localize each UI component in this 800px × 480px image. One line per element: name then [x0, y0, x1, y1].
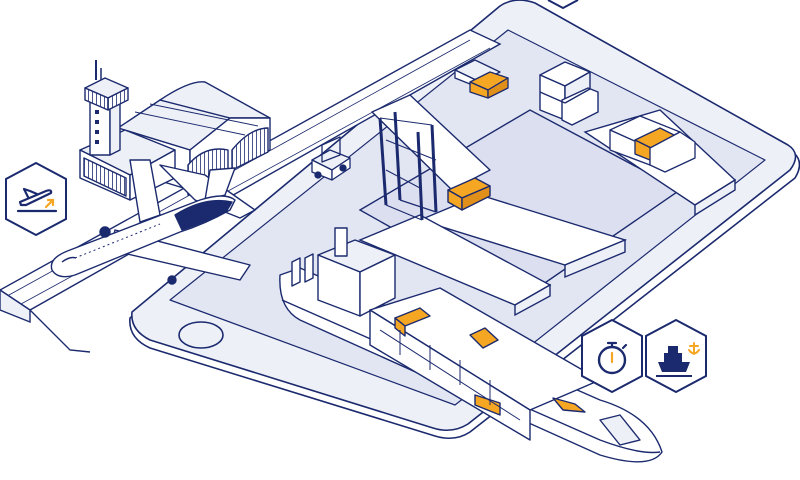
timing-badge: [581, 318, 643, 394]
arrow-icon: [44, 198, 55, 209]
quay-piers: [358, 194, 628, 317]
cargo-ship: [279, 227, 663, 463]
airplane: [50, 159, 256, 285]
partial-badge-edge: [547, 0, 579, 10]
home-button: [178, 321, 224, 349]
airplane-departure-icon: [16, 187, 58, 213]
air-freight-badge: [5, 161, 67, 237]
sea-freight-badge: [645, 318, 707, 394]
container-stack: [539, 61, 599, 126]
control-tower: [79, 60, 176, 201]
ship-anchor-icon: [656, 342, 700, 377]
container-yard-stack: [609, 115, 696, 173]
stopwatch-icon: [597, 341, 628, 375]
forklift: [311, 136, 351, 181]
gantry-crane: [371, 94, 491, 221]
reach-stacker: [454, 59, 509, 99]
